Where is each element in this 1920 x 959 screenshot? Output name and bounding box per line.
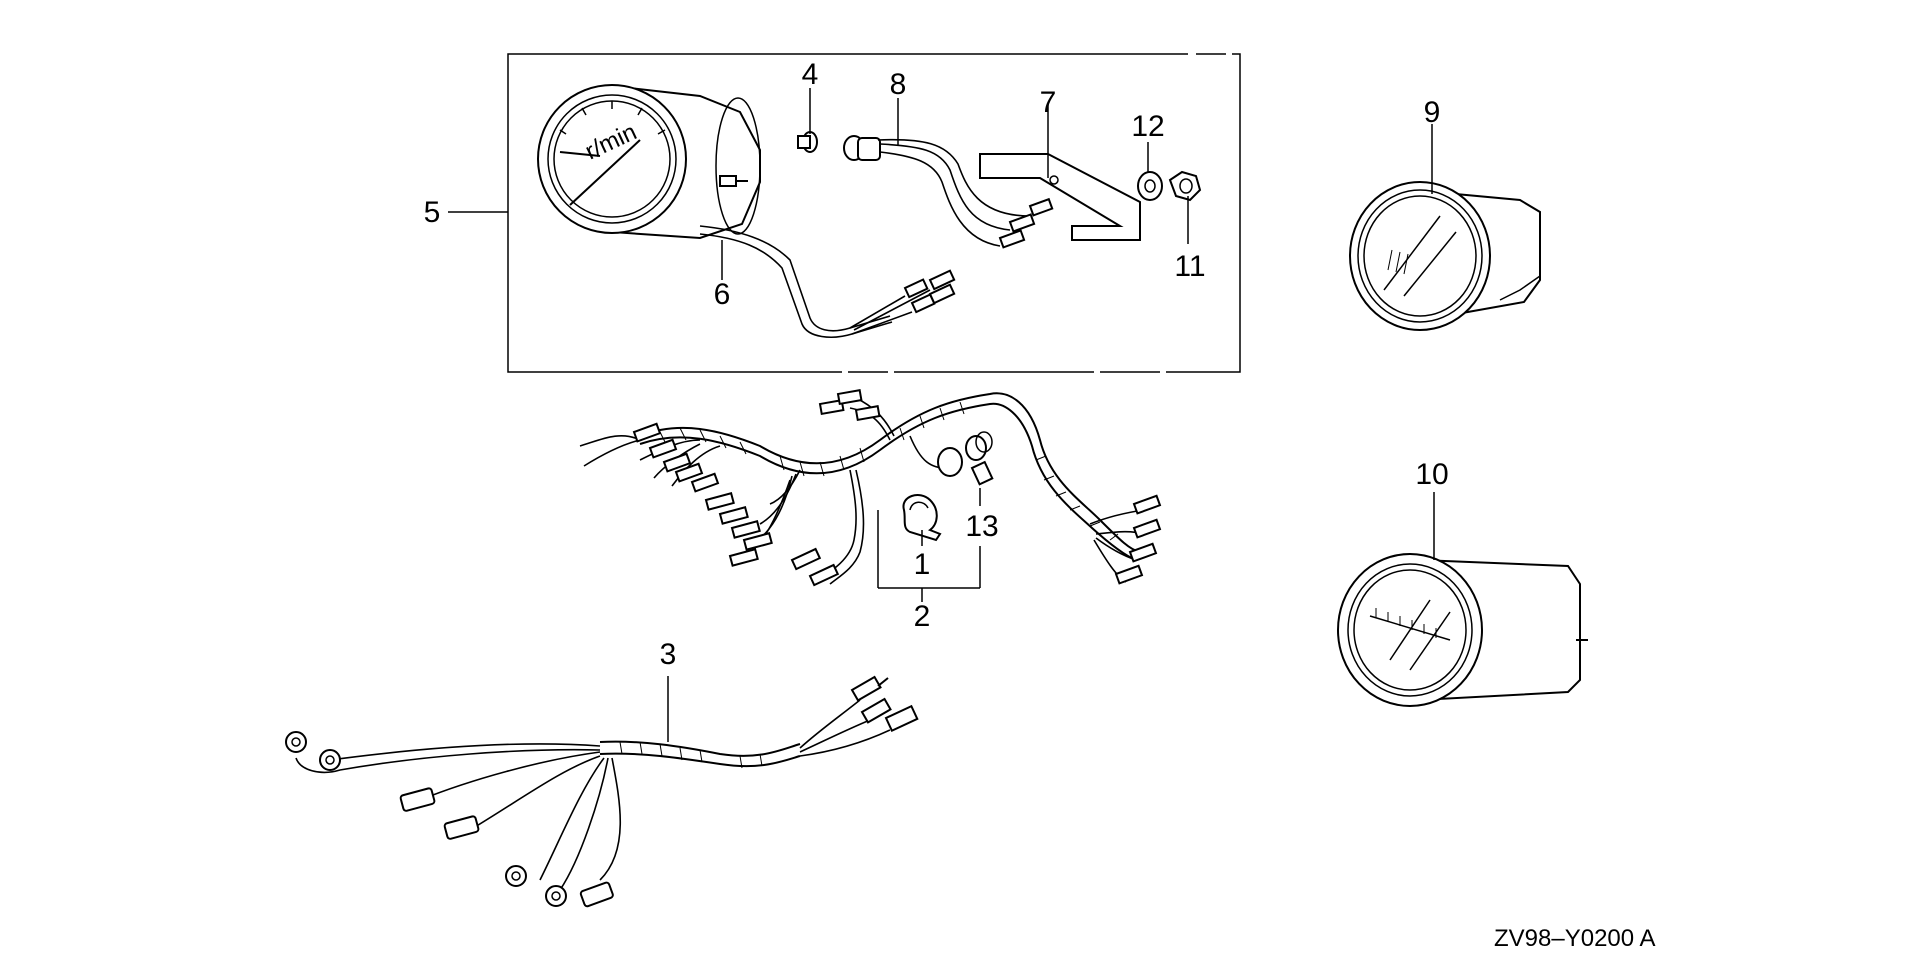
- mounting-bracket: [979, 153, 1141, 241]
- grommet-pin: [970, 460, 994, 486]
- bulb: [797, 131, 818, 153]
- diagram-code: ZV98–Y0200 A: [1494, 925, 1655, 952]
- bulb-socket: [843, 135, 1054, 249]
- callout-9: 9: [1424, 96, 1441, 129]
- callout-8: 8: [890, 68, 907, 101]
- leader-lines: [448, 88, 1435, 742]
- main-wire-harness: [579, 389, 1162, 587]
- nut: [1168, 170, 1202, 202]
- callout-5: 5: [424, 196, 441, 229]
- tachometer-kit-box: [507, 53, 1241, 373]
- callout-4: 4: [802, 58, 819, 91]
- callout-1: 1: [914, 548, 931, 581]
- callout-10: 10: [1415, 458, 1448, 491]
- callout-13: 13: [965, 510, 998, 543]
- oil-pressure-gauge: [1349, 181, 1541, 331]
- callout-6: 6: [714, 278, 731, 311]
- trim-gauge: [1337, 553, 1588, 707]
- callout-7: 7: [1040, 86, 1057, 119]
- callout-11: 11: [1174, 250, 1205, 283]
- callout-2: 2: [914, 600, 931, 633]
- tachometer-wire: [699, 225, 956, 338]
- tachometer-gauge: r/min: [537, 84, 761, 240]
- wire-harness-3: [285, 675, 919, 908]
- wire-clamp: [902, 494, 942, 542]
- callout-3: 3: [660, 638, 677, 671]
- callout-12: 12: [1131, 110, 1164, 143]
- washer: [1137, 171, 1163, 201]
